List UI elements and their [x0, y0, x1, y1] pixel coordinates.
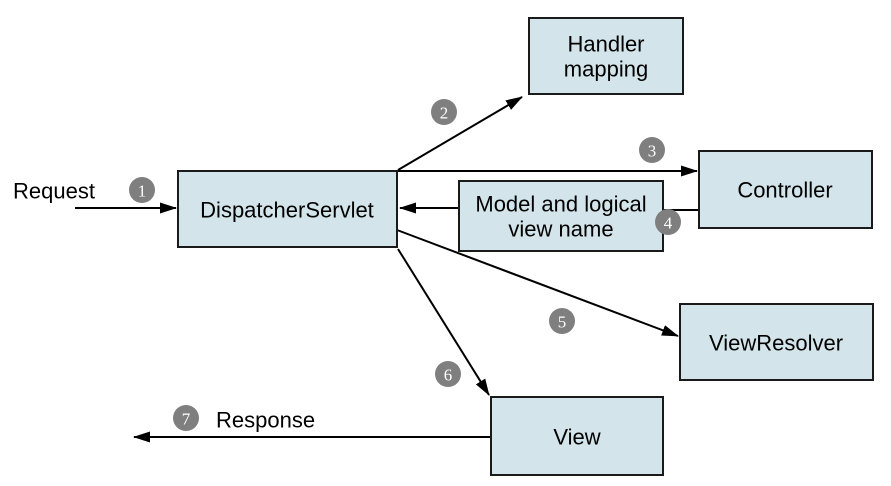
badge-number-6: 6: [444, 366, 453, 385]
step-badge-6: 6: [435, 361, 461, 387]
dispatcher-servlet-box: [177, 170, 398, 248]
node-handler-mapping: Handler mapping: [528, 17, 684, 95]
handler-mapping-label-line1: Handler: [567, 32, 644, 57]
view-box: [490, 396, 664, 476]
step-badges: 1 2 3 4 5 6 7: [129, 99, 681, 431]
badge-circle-5: [549, 308, 575, 334]
badge-number-4: 4: [664, 214, 673, 233]
model-view-box: [458, 180, 664, 252]
view-label: View: [553, 425, 600, 450]
response-label: Response: [216, 408, 315, 433]
step-badge-7: 7: [173, 405, 199, 431]
view-resolver-box: [679, 303, 874, 381]
badge-number-7: 7: [182, 410, 191, 429]
node-dispatcher-servlet: DispatcherServlet: [177, 170, 398, 248]
edges: [75, 96, 700, 443]
badge-circle-7: [173, 405, 199, 431]
step-badge-4: 4: [655, 209, 681, 235]
node-view: View: [490, 396, 664, 476]
step-badge-3: 3: [639, 137, 665, 163]
dispatcher-servlet-label: DispatcherServlet: [200, 198, 374, 223]
step-badge-5: 5: [549, 308, 575, 334]
badge-number-1: 1: [138, 182, 147, 201]
badge-number-5: 5: [558, 313, 567, 332]
request-label: Request: [13, 179, 95, 204]
badge-circle-2: [431, 99, 457, 125]
node-model-and-logical-view-name: Model and logical view name: [458, 180, 664, 252]
badge-number-3: 3: [648, 142, 657, 161]
step-badge-1: 1: [129, 177, 155, 203]
badge-circle-1: [129, 177, 155, 203]
edge-dispatcher-to-view: [397, 248, 490, 396]
badge-number-2: 2: [440, 104, 449, 123]
node-controller: Controller: [698, 150, 873, 229]
handler-mapping-label-line2: mapping: [564, 57, 648, 82]
model-view-label-line1: Model and logical: [475, 192, 646, 217]
handler-mapping-box: [528, 17, 684, 95]
controller-label: Controller: [737, 178, 832, 203]
badge-circle-3: [639, 137, 665, 163]
badge-circle-4: [655, 209, 681, 235]
badge-circle-6: [435, 361, 461, 387]
node-view-resolver: ViewResolver: [679, 303, 874, 381]
edge-dispatcher-to-viewresolver: [396, 229, 679, 337]
step-badge-2: 2: [431, 99, 457, 125]
controller-box: [698, 150, 873, 229]
model-view-label-line2: view name: [508, 217, 613, 242]
edge-dispatcher-to-handler-mapping: [397, 96, 523, 171]
view-resolver-label: ViewResolver: [709, 331, 843, 356]
